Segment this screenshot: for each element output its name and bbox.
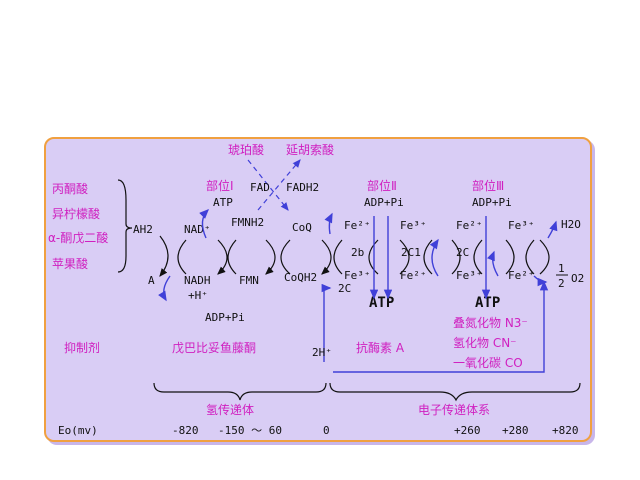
ah2-label: AH2 [133,223,153,236]
coq-label: CoQ [292,221,312,234]
fadh2-label: FADH2 [286,181,319,194]
atp-mid1-label: ATP [369,295,394,311]
c-2c-label: 2C [338,282,351,295]
electron-carrier-label: 电子传递体系 [418,402,490,417]
fe2-1-label: Fe²⁺ [344,219,371,232]
potential-value: -150 ～ 60 [218,424,282,437]
nad-label: NAD⁺ [184,223,211,236]
substrate-ketoglutarate: α-酮戊二酸 [48,230,108,245]
succinate-label: 琥珀酸 [228,142,264,157]
inhibitor-cyanide: 氢化物 CN⁻ [453,335,517,350]
fe3-2-label: Fe³⁺ [344,269,371,282]
redox-arcs [159,235,550,277]
atp-top1-label: ATP [213,196,233,209]
nadh-label: NADH [184,274,211,287]
site-3-label: 部位Ⅲ [472,178,504,193]
fe3-1-label: Fe³⁺ [400,219,427,232]
substrate-pyruvate: 丙酮酸 [52,181,88,196]
fe3-3-label: Fe³⁺ [508,219,535,232]
potential-value: +260 [454,424,481,437]
half-numerator: 1 [558,262,565,275]
fe2-4-label: Fe²⁺ [508,269,535,282]
inhibitor-rotenone: 戊巴比妥鱼藤酮 [172,341,256,355]
potential-value: 0 [323,424,330,437]
site-1-label: 部位Ⅰ [206,178,234,193]
h-plus-label: +H⁺ [188,289,208,302]
fe3-4-label: Fe³⁺ [456,269,483,282]
cyt-2b-label: 2b [351,246,364,259]
adp-pi-2-label: ADP+Pi [364,196,404,209]
fumarate-label: 延胡索酸 [286,142,334,157]
substrate-malate: 苹果酸 [52,256,88,271]
site-2-label: 部位Ⅱ [367,178,397,193]
fmnh2-label: FMNH2 [231,216,264,229]
potential-label: Eo(mv) [58,424,98,437]
substrate-brace [117,179,133,273]
inhibitor-azide: 叠氮化物 N3⁻ [453,315,528,330]
fe2-3-label: Fe²⁺ [456,219,483,232]
fmn-label: FMN [239,274,259,287]
potential-value: +280 [502,424,529,437]
adp-pi-1-label: ADP+Pi [205,311,245,324]
inhibitor-label: 抑制剂 [64,340,100,355]
potential-value: +820 [552,424,579,437]
hydrogen-carrier-label: 氢传递体 [206,402,254,417]
cyt-2c1-label: 2C1 [401,246,421,259]
a-label: A [148,274,155,287]
potential-value: -820 [172,424,199,437]
fumarate-arrow [257,159,301,211]
h2o-label: H2O [561,218,581,231]
electron-flow-arrows [158,209,558,373]
electron-carrier-brace [329,382,581,402]
o2-label: O2 [571,272,584,285]
atp-mid2-label: ATP [475,295,500,311]
inhibitor-antimycin: 抗酶素 A [356,340,405,355]
diagram-panel [44,137,592,442]
adp-pi-3-label: ADP+Pi [472,196,512,209]
hydrogen-carrier-brace [153,382,327,401]
fad-label: FAD [250,181,270,194]
substrate-isocitrate: 异柠檬酸 [52,206,100,221]
half-denominator: 2 [558,277,565,290]
inhibitor-co: 一氧化碳 CO [453,356,523,370]
two-h-label: 2H⁺ [312,346,332,359]
coqh2-label: CoQH2 [284,271,317,284]
succinate-arrow [247,159,289,211]
fe2-2-label: Fe²⁺ [400,269,427,282]
